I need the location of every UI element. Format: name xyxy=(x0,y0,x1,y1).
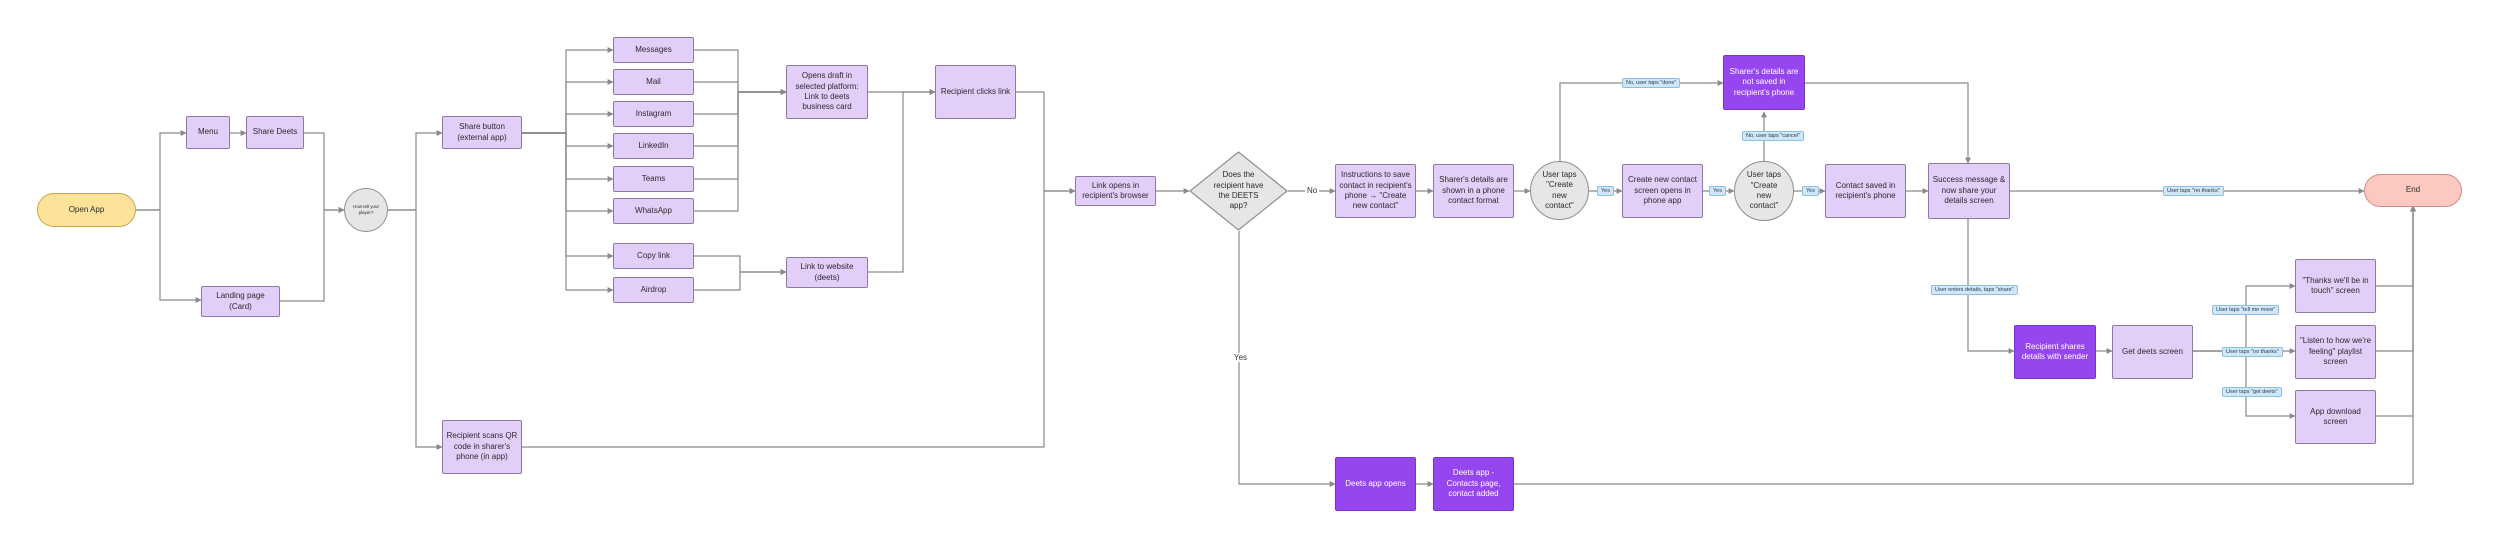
thanks-screen-node: "Thanks we'll be in touch" screen xyxy=(2295,259,2376,313)
connector xyxy=(694,269,787,291)
recipient-shares-details-node: Recipient shares details with sender xyxy=(2014,325,2096,379)
connector xyxy=(1967,219,2015,354)
sharers-details-shown-node: Sharer's details are shown in a phone co… xyxy=(1433,164,1514,218)
success-message-node: Success message & now share your details… xyxy=(1928,163,2010,219)
open-app-node: Open App xyxy=(37,193,136,227)
connector xyxy=(694,89,787,147)
sharers-details-not-saved-node: Sharer's details are not saved in recipi… xyxy=(1723,55,1805,110)
edge-label-yes: Yes xyxy=(1232,353,1250,362)
connector xyxy=(522,132,614,259)
teams-node: Teams xyxy=(613,166,694,192)
copy-link-node: Copy link xyxy=(613,243,694,269)
menu-node: Menu xyxy=(186,116,230,149)
landing-page-node: Landing page (Card) xyxy=(201,286,280,317)
connector xyxy=(1559,80,1724,161)
connector xyxy=(1805,82,1971,164)
link-opens-browser-node: Link opens in recipient's browser xyxy=(1075,176,1156,206)
get-deets-screen-node: Get deets screen xyxy=(2112,325,2193,379)
messages-node: Messages xyxy=(613,37,694,63)
create-new-contact-screen-node: Create new contact screen opens in phone… xyxy=(1622,164,1703,218)
share-button-node: Share button (external app) xyxy=(442,116,522,149)
recipient-clicks-link-node: Recipient clicks link xyxy=(935,65,1016,119)
mail-node: Mail xyxy=(613,69,694,95)
connector xyxy=(522,47,614,134)
connector xyxy=(1016,91,1076,194)
app-download-screen-node: App download screen xyxy=(2295,390,2376,444)
does-recipient-have-app-decision: Does the recipient have the DEETS app? xyxy=(1189,151,1288,231)
edge-label-yes-c: Yes xyxy=(1802,186,1819,196)
connector xyxy=(280,207,345,302)
connector xyxy=(388,130,443,211)
edge-label-no-thanks-top: User taps "no thanks" xyxy=(2163,186,2224,196)
edge-label-tell-me-more: User taps "tell me more" xyxy=(2212,305,2280,315)
connector xyxy=(136,130,187,211)
share-deets-node: Share Deets xyxy=(246,116,304,149)
connector xyxy=(304,132,345,213)
whatsapp-node: WhatsApp xyxy=(613,198,694,224)
edge-label-get-deets: User taps "get deets" xyxy=(2222,387,2282,397)
connector xyxy=(2193,283,2296,352)
connector xyxy=(522,132,614,293)
airdrop-node: Airdrop xyxy=(613,277,694,303)
connector xyxy=(694,255,787,275)
connector xyxy=(694,89,787,212)
edge-label-yes-a: Yes xyxy=(1597,186,1614,196)
user-taps-create-node-2: User taps "Create new contact" xyxy=(1734,161,1794,221)
opens-draft-node: Opens draft in selected platform: Link t… xyxy=(786,65,868,119)
instructions-save-node: Instructions to save contact in recipien… xyxy=(1335,164,1416,218)
connector xyxy=(2376,205,2416,287)
connector xyxy=(2376,205,2416,352)
recipient-scans-qr-node: Recipient scans QR code in sharer's phon… xyxy=(442,420,522,474)
user-taps-create-node-1: User taps "Create new contact" xyxy=(1530,161,1589,220)
connector xyxy=(1514,205,2416,485)
instagram-node: Instagram xyxy=(613,101,694,127)
edge-label-yes-b: Yes xyxy=(1709,186,1726,196)
linkedin-node: LinkedIn xyxy=(613,133,694,159)
connector xyxy=(522,79,614,134)
connector xyxy=(522,132,614,214)
edge-label-no-done: No, user taps "done" xyxy=(1622,78,1681,88)
link-to-website-node: Link to website (deets) xyxy=(786,257,868,288)
edge-label-no-cancel: No, user taps "cancel" xyxy=(1742,131,1805,141)
edge-label-user-enters-details: User enters details, taps "share" xyxy=(1931,285,2018,295)
deets-app-contacts-node: Deets app - Contacts page, contact added xyxy=(1433,457,1514,511)
connector xyxy=(136,209,202,303)
edge-label-no: No xyxy=(1305,186,1320,195)
listen-screen-node: "Listen to how we're feeling" playlist s… xyxy=(2295,325,2376,379)
how-tell-player-node: How tell your player? xyxy=(344,188,388,232)
decision-label: Does the recipient have the DEETS app? xyxy=(1213,170,1264,211)
connector xyxy=(2376,205,2416,417)
connector xyxy=(522,132,614,182)
connector xyxy=(868,89,936,273)
connector xyxy=(694,89,787,115)
connector xyxy=(522,111,614,134)
connector xyxy=(694,81,787,95)
connector xyxy=(388,209,443,450)
connector xyxy=(1238,231,1336,487)
contact-saved-node: Contact saved in recipient's phone xyxy=(1825,164,1906,218)
connector xyxy=(694,89,787,180)
connector xyxy=(2193,350,2296,419)
connector xyxy=(522,188,1076,448)
connector xyxy=(522,132,614,149)
deets-app-opens-node: Deets app opens xyxy=(1335,457,1416,511)
decision-diamond-shape xyxy=(1189,151,1288,231)
end-node: End xyxy=(2364,174,2462,207)
connector xyxy=(694,49,787,95)
edge-label-no-thanks-mid: User taps "no thanks" xyxy=(2222,347,2283,357)
